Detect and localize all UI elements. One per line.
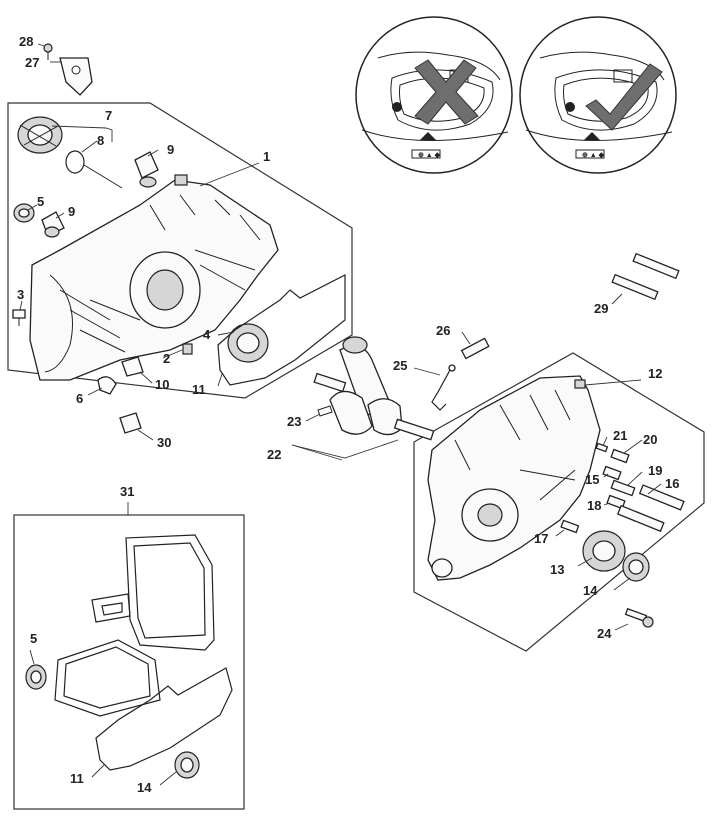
oil-seal-left <box>13 203 35 223</box>
callout-27: 27 <box>25 55 39 70</box>
callout-24: 24 <box>597 626 612 641</box>
svg-text:⊕ ▲ ◆: ⊕ ▲ ◆ <box>582 152 605 159</box>
callout-26: 26 <box>436 323 450 338</box>
callout-11-lower: 11 <box>70 771 84 786</box>
crankcase-right-frame <box>413 352 705 652</box>
leader-lines <box>19 43 662 786</box>
stud-15 <box>602 465 622 481</box>
crankcase-right-half <box>427 375 601 581</box>
callout-22: 22 <box>267 447 281 462</box>
crankcase-left-frame <box>7 102 353 399</box>
callout-18: 18 <box>587 498 601 513</box>
grooved-ball-bearing-right <box>582 530 626 572</box>
callout-29: 29 <box>594 301 608 316</box>
callout-9-lower: 9 <box>68 204 75 219</box>
cylinder-bearing-assembly <box>17 116 63 154</box>
cap <box>97 376 117 395</box>
callout-23: 23 <box>287 414 301 429</box>
callout-8: 8 <box>97 133 104 148</box>
bracket <box>59 57 93 96</box>
stud-16 <box>638 484 685 511</box>
gasket-crankcase-left <box>217 274 346 386</box>
oil-fitting <box>431 369 451 411</box>
callout-6: 6 <box>76 391 83 406</box>
stud-19 <box>610 479 636 497</box>
crankshaft <box>313 336 435 441</box>
callout-15: 15 <box>585 472 599 487</box>
gasket-set-frame <box>13 514 245 810</box>
check-mark-icon <box>585 63 663 131</box>
pin-17 <box>560 519 580 534</box>
stud-16b <box>616 504 665 533</box>
callout-14-right: 14 <box>583 583 598 598</box>
callout-1: 1 <box>263 149 270 164</box>
grooved-ball-bearing-left <box>227 323 269 363</box>
callout-3: 3 <box>17 287 24 302</box>
gasket-set-contents <box>25 534 233 779</box>
callout-4: 4 <box>203 327 211 342</box>
callout-5-upper: 5 <box>37 194 44 209</box>
stud-20 <box>610 448 630 464</box>
callout-30: 30 <box>157 435 171 450</box>
callout-9-upper: 9 <box>167 142 174 157</box>
key <box>317 405 333 417</box>
annular-buffer-left <box>41 211 65 238</box>
clip-30 <box>119 412 142 434</box>
stud-29a <box>632 252 680 280</box>
callout-7: 7 <box>105 108 112 123</box>
cross-mark-icon <box>414 59 479 125</box>
stud-18 <box>606 494 626 510</box>
callout-28: 28 <box>19 34 33 49</box>
sleeve <box>182 343 193 355</box>
callout-25: 25 <box>393 358 407 373</box>
callout-16: 16 <box>665 476 679 491</box>
bolt-21 <box>595 442 609 453</box>
clip-10 <box>121 356 144 377</box>
callout-10: 10 <box>155 377 169 392</box>
callout-2: 2 <box>163 351 170 366</box>
svg-text:⊕ ▲ ◆: ⊕ ▲ ◆ <box>418 152 441 159</box>
callout-14-lower: 14 <box>137 780 152 795</box>
inset-correct-installation: ⊕ ▲ ◆ <box>519 16 677 174</box>
callout-21: 21 <box>613 428 627 443</box>
callout-13: 13 <box>550 562 564 577</box>
bolt-small <box>83 164 123 189</box>
callout-17: 17 <box>534 531 548 546</box>
stud-29b <box>611 273 659 301</box>
callouts: 1 2 3 4 5 5 6 7 8 9 9 10 11 11 12 13 14 … <box>17 34 679 795</box>
callout-5-lower: 5 <box>30 631 37 646</box>
callout-19: 19 <box>648 463 662 478</box>
screw-28 <box>43 43 53 60</box>
screw-24 <box>624 607 654 628</box>
plug <box>12 309 26 326</box>
callout-12: 12 <box>648 366 662 381</box>
callout-20: 20 <box>643 432 657 447</box>
callout-11-upper: 11 <box>192 382 206 397</box>
callout-31: 31 <box>120 484 134 499</box>
inset-wrong-installation: ⊕ ▲ ◆ <box>355 16 513 174</box>
o-ring <box>65 150 85 174</box>
pin-26 <box>460 337 490 360</box>
crankcase-left-half <box>29 174 279 381</box>
oil-seal-right <box>622 552 650 582</box>
annular-buffer-top <box>134 151 159 188</box>
